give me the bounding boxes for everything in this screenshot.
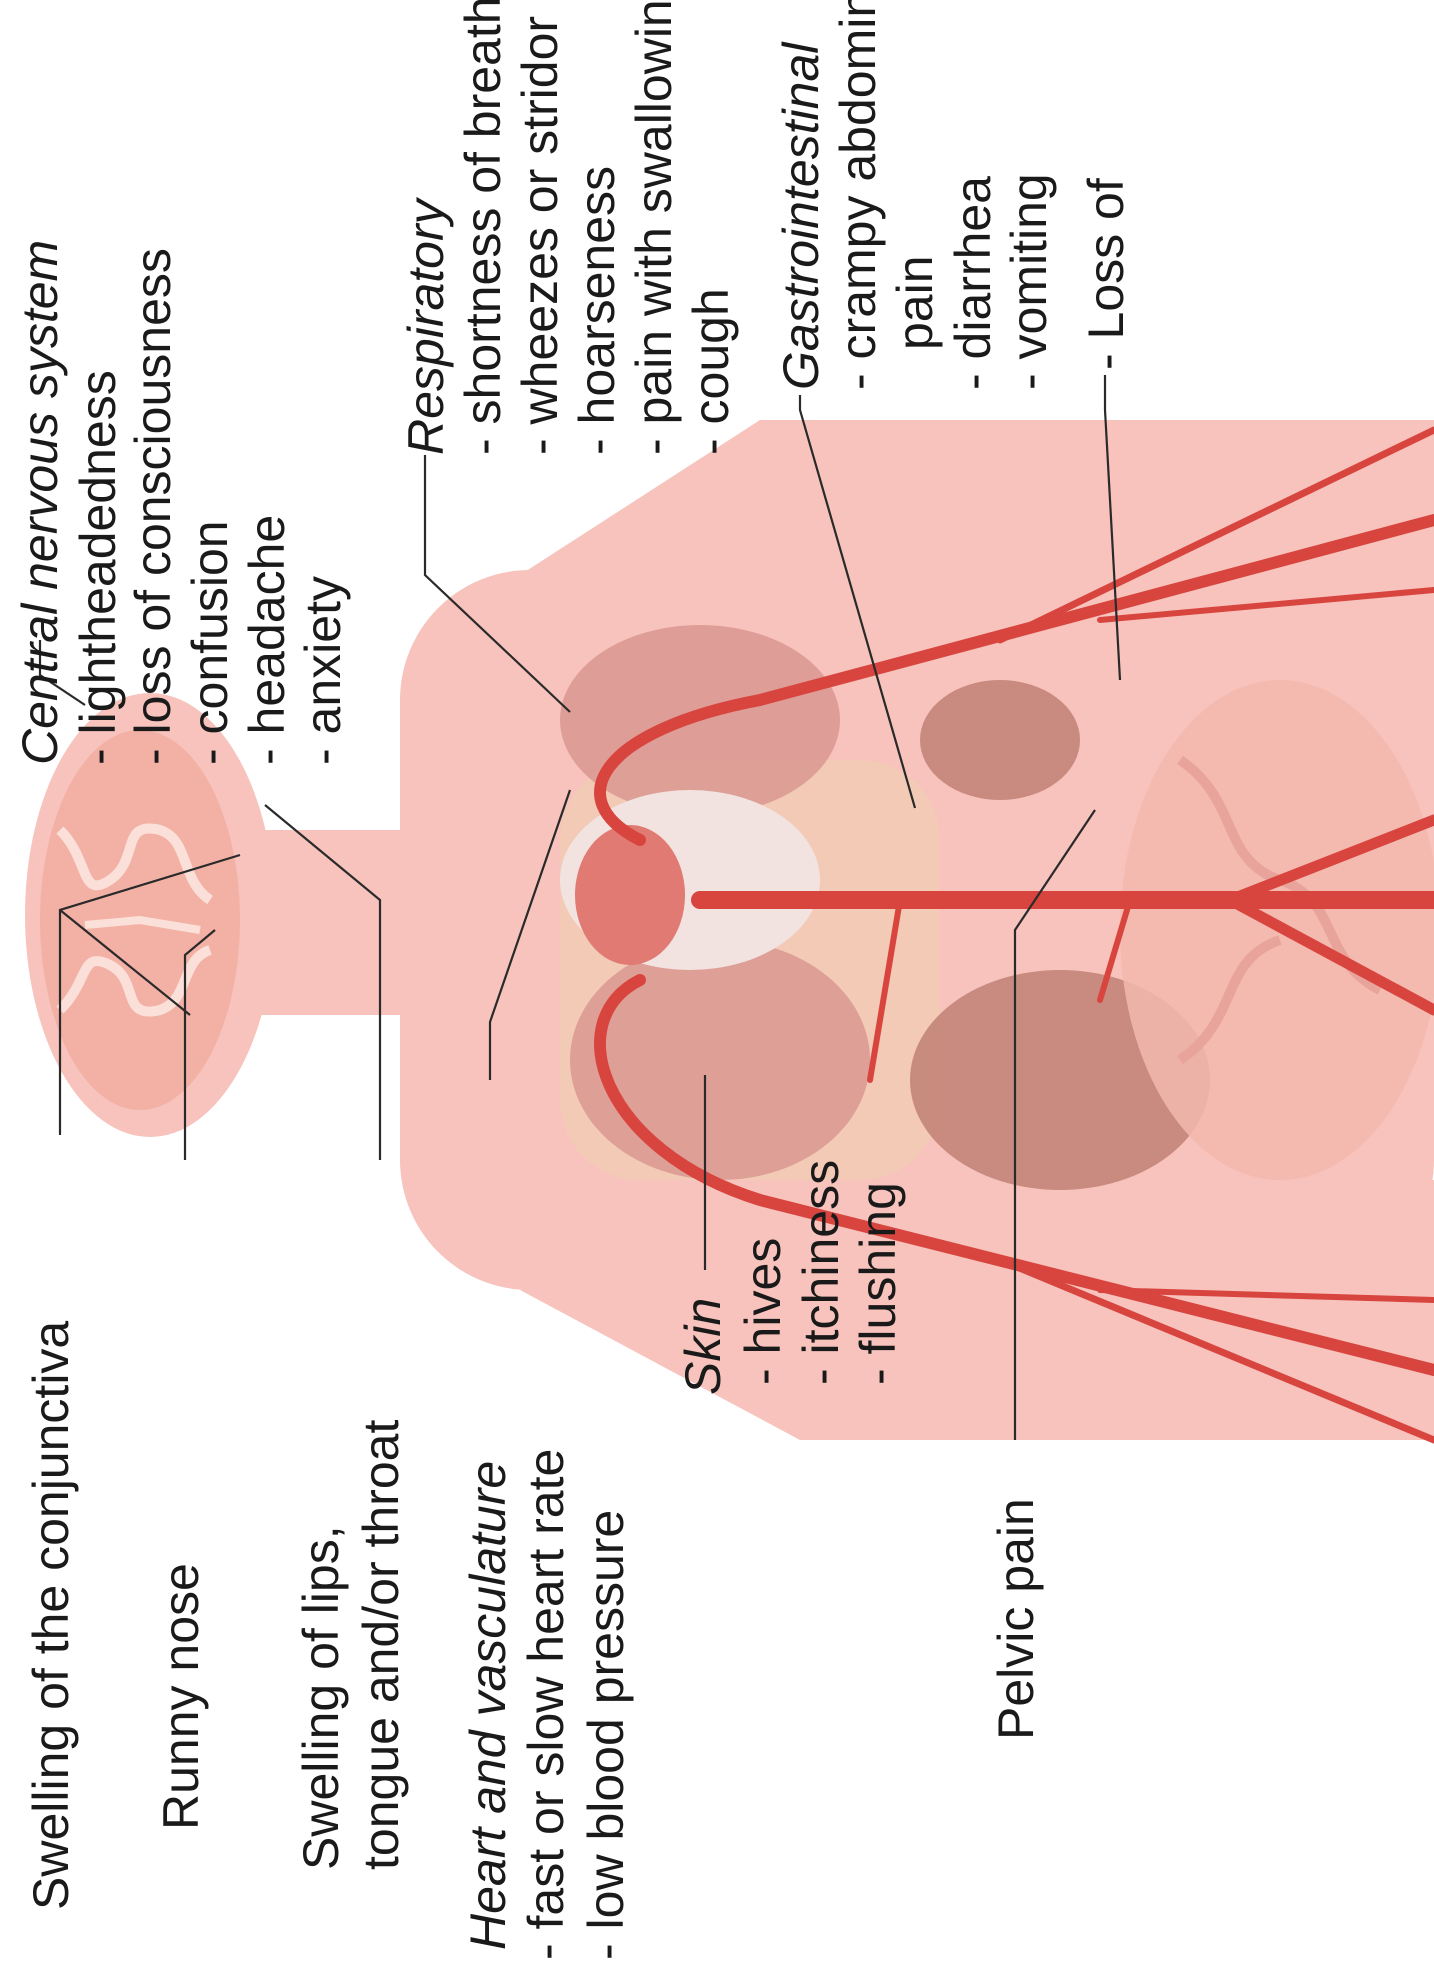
label-cns-heading: Central nervous system	[12, 240, 68, 765]
label-loss: - Loss of	[1078, 178, 1134, 370]
label-cns-item-2: - loss of consciousness	[125, 248, 181, 765]
label-respiratory-item-3: - hoarseness	[569, 166, 625, 455]
label-gastro-item-4: - vomiting	[1001, 173, 1057, 390]
label-respiratory-item-4: - pain with swallowing	[626, 0, 682, 455]
label-gastro-heading: Gastrointestinal	[773, 41, 829, 390]
label-swelling-line2: tongue and/or throat	[353, 1420, 409, 1870]
label-respiratory-item-1: - shortness of breath	[455, 0, 511, 455]
brain	[40, 730, 240, 1110]
label-skin-item-2: - itchiness	[793, 1160, 849, 1385]
label-gastro-item-3: - diarrhea	[945, 176, 1001, 390]
label-pelvic: Pelvic pain	[988, 1498, 1044, 1740]
heart	[560, 790, 820, 970]
label-runny-nose: Runny nose	[153, 1563, 209, 1830]
label-cns-item-4: - headache	[239, 515, 295, 765]
lung-lower	[570, 940, 870, 1180]
label-heart-item-2: - low blood pressure	[578, 1510, 634, 1960]
label-gastro-item-1: - crampy abdominal	[830, 0, 886, 390]
label-respiratory-item-2: - wheezes or stridor	[512, 16, 568, 455]
label-cns-item-5: - anxiety	[295, 576, 351, 765]
label-skin-item-3: - flushing	[850, 1182, 906, 1385]
label-heart-item-1: - fast or slow heart rate	[518, 1449, 574, 1960]
spleen	[920, 680, 1080, 800]
label-conjunctiva: Swelling of the conjunctiva	[23, 1321, 79, 1910]
label-skin-item-1: - hives	[735, 1238, 791, 1385]
label-gastro-item-2: pain	[887, 255, 943, 350]
label-respiratory-heading: Respiratory	[398, 196, 454, 455]
label-cns-item-1: - lightheadedness	[70, 370, 126, 765]
label-skin-heading: Skin	[675, 1298, 731, 1395]
label-cns-item-3: - confusion	[182, 520, 238, 765]
label-swelling-line1: Swelling of lips,	[293, 1525, 349, 1870]
label-heart-heading: Heart and vasculature	[460, 1461, 516, 1950]
label-respiratory-item-5: - cough	[683, 288, 739, 455]
